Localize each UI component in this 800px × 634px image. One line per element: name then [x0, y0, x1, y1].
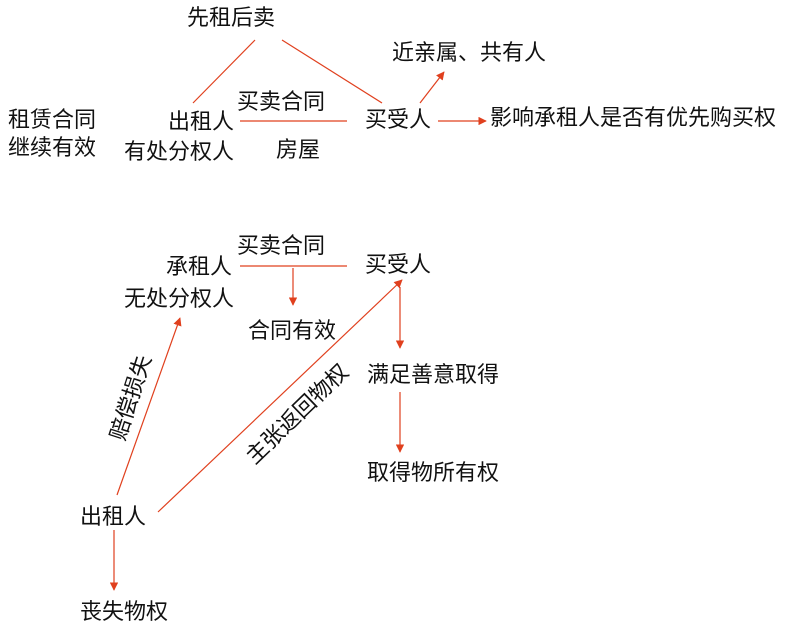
label-contract-valid-2: 继续有效 [8, 136, 97, 161]
arrow-buyer-to-relatives [419, 71, 445, 104]
label-good-faith: 满足善意取得 [367, 363, 500, 388]
label-lessee: 承租人 [166, 255, 233, 280]
label-sale-contract-bottom: 买卖合同 [237, 234, 326, 259]
label-buyer-top: 买受人 [365, 108, 432, 133]
label-no-disposal-right: 无处分权人 [124, 287, 235, 312]
label-sale-contract-top: 买卖合同 [237, 90, 326, 115]
arrow-lessor-to-buyer [157, 279, 403, 513]
label-contract-valid-1: 租赁合同 [8, 108, 97, 133]
label-has-disposal-right: 有处分权人 [124, 140, 235, 165]
label-lose-right: 丧失物权 [80, 600, 169, 625]
label-lessor-bottom: 出租人 [80, 505, 147, 530]
line-lessor-to-first [192, 39, 256, 104]
label-buyer-bottom: 买受人 [365, 253, 432, 278]
label-contract-valid: 合同有效 [248, 319, 337, 344]
label-relatives: 近亲属、共有人 [392, 41, 547, 66]
label-obtain-ownership: 取得物所有权 [367, 461, 500, 486]
line-first-to-buyer [281, 39, 383, 104]
label-house: 房屋 [276, 138, 321, 163]
label-lessor-top: 出租人 [168, 110, 235, 135]
label-first-lease-then-sell: 先租后卖 [187, 6, 276, 31]
label-pre-emption: 影响承租人是否有优先购买权 [490, 106, 777, 131]
arrow-lessor-to-lessee [116, 317, 182, 496]
